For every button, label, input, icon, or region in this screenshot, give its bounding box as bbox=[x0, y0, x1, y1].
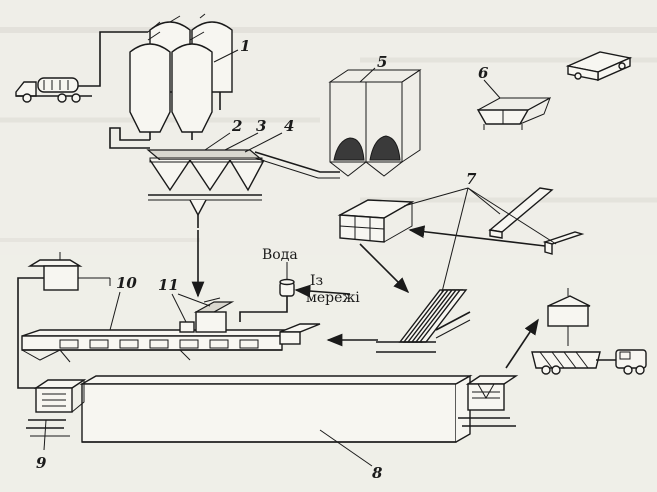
water-tank bbox=[279, 278, 295, 297]
label-7: 7 bbox=[466, 170, 477, 188]
from-label-line1: Із bbox=[310, 273, 323, 289]
dosing-hoppers bbox=[146, 149, 340, 228]
label-2: 2 bbox=[231, 117, 242, 135]
label-11: 11 bbox=[158, 276, 179, 294]
label-6: 6 bbox=[478, 64, 489, 82]
aggregate-bunkers bbox=[328, 69, 422, 177]
label-4: 4 bbox=[284, 117, 294, 135]
water-label: Вода bbox=[262, 247, 298, 263]
lifting-unit-right bbox=[547, 288, 591, 346]
pneumatic-pipe bbox=[78, 31, 148, 87]
panel-carrier-truck bbox=[531, 349, 647, 375]
label-3: 3 bbox=[256, 117, 266, 135]
arrow-water-supply bbox=[294, 284, 351, 298]
silos bbox=[129, 21, 233, 140]
curing-chamber bbox=[79, 374, 473, 443]
reinforcement-elements bbox=[337, 187, 585, 353]
aggregate-truck-right bbox=[565, 51, 633, 82]
arrow-cart-to-storage bbox=[505, 318, 539, 369]
arrow-element-to-mesh bbox=[408, 225, 546, 247]
forming-conveyor-line bbox=[21, 297, 321, 363]
receiving-hopper bbox=[476, 96, 551, 130]
label-8: 8 bbox=[372, 464, 383, 482]
transfer-cart-right bbox=[458, 375, 519, 427]
arrow-mesh-to-rebar bbox=[359, 243, 410, 294]
cement-truck-left bbox=[15, 77, 92, 103]
label-10: 10 bbox=[116, 274, 137, 292]
label-1: 1 bbox=[240, 37, 250, 55]
label-9: 9 bbox=[36, 454, 47, 472]
transfer-cart-left bbox=[26, 379, 87, 437]
steam-generator-left bbox=[27, 252, 83, 291]
label-5: 5 bbox=[377, 53, 387, 71]
